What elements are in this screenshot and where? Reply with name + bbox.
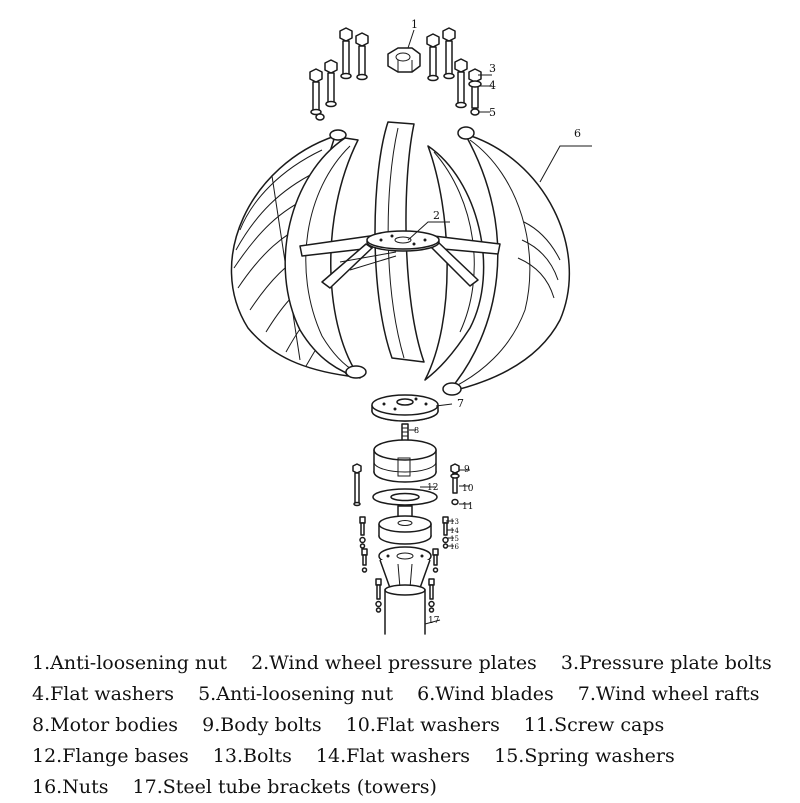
pressure-plate-bolt <box>454 58 468 109</box>
screw-cap <box>451 498 459 506</box>
legend-item: 10.Flat washers <box>345 714 500 736</box>
body-bolt-right <box>450 463 460 506</box>
legend-row: 4.Flat washers 5.Anti-loosening nut 6.Wi… <box>32 679 792 710</box>
flange-base <box>378 505 432 545</box>
wind-blades <box>230 121 570 396</box>
wind-wheel-pressure-plate <box>366 230 440 252</box>
legend-item: 2.Wind wheel pressure plates <box>251 652 537 674</box>
bolt <box>361 548 368 573</box>
pressure-plate-bolt <box>339 27 353 80</box>
callout-9: 9 <box>464 465 470 475</box>
pressure-plate-bolt <box>468 68 482 116</box>
legend-row: 8.Motor bodies 9.Body bolts 10.Flat wash… <box>32 710 792 741</box>
pressure-plate-bolt <box>309 68 325 121</box>
bolt <box>428 578 435 613</box>
legend-item: 5.Anti-loosening nut <box>198 683 394 705</box>
pressure-plate-bolt <box>442 27 456 80</box>
motor-body <box>373 423 437 483</box>
blade-cap <box>345 365 367 379</box>
callout-7: 7 <box>457 397 464 410</box>
legend-item: 8.Motor bodies <box>32 714 179 736</box>
legend-item: 9.Body bolts <box>202 714 322 736</box>
top-bolts-left <box>309 27 369 121</box>
callout-8: 8 <box>414 426 419 435</box>
pressure-plate-bolt <box>426 33 440 82</box>
callout-12: 12 <box>427 483 438 493</box>
flat-washer-ring <box>372 488 438 506</box>
callout-2: 2 <box>433 209 440 222</box>
legend-item: 1.Anti-loosening nut <box>32 652 228 674</box>
legend-item: 17.Steel tube brackets (towers) <box>132 776 437 798</box>
blade-cap <box>329 129 347 141</box>
callout-1: 1 <box>411 18 418 31</box>
blade-ribs-right <box>517 221 561 299</box>
legend-item: 13.Bolts <box>212 745 292 767</box>
legend-item: 11.Screw caps <box>523 714 665 736</box>
legend-item: 6.Wind blades <box>417 683 554 705</box>
legend-row: 12.Flange bases 13.Bolts 14.Flat washers… <box>32 741 792 772</box>
callout-17: 17 <box>428 616 440 626</box>
lower-flange <box>378 546 432 589</box>
bolt <box>375 578 382 613</box>
bolt <box>442 516 449 549</box>
bolt <box>359 516 366 549</box>
legend-item: 14.Flat washers <box>315 745 471 767</box>
legend-item: 7.Wind wheel rafts <box>577 683 760 705</box>
pressure-plate-bolt <box>324 59 338 108</box>
blade-cap <box>442 382 462 396</box>
blade-cap <box>457 126 475 140</box>
wind-wheel-spokes <box>299 235 501 289</box>
leader-lines <box>407 29 592 625</box>
callout-14: 14 <box>450 527 459 535</box>
parts-legend: 1.Anti-loosening nut 2.Wind wheel pressu… <box>32 648 792 803</box>
top-nut <box>387 47 421 73</box>
callout-16: 16 <box>450 543 459 551</box>
legend-item: 15.Spring washers <box>494 745 675 767</box>
legend-item: 3.Pressure plate bolts <box>560 652 772 674</box>
callout-15: 15 <box>450 535 459 543</box>
callout-4: 4 <box>489 79 496 92</box>
legend-item: 16.Nuts <box>32 776 109 798</box>
callout-3: 3 <box>489 62 496 75</box>
flat-washer <box>450 473 460 479</box>
wind-wheel-raft <box>371 394 439 422</box>
callout-6: 6 <box>574 127 581 140</box>
callout-5: 5 <box>489 106 496 119</box>
legend-item: 12.Flange bases <box>32 745 189 767</box>
flange-bolts <box>359 516 449 613</box>
steel-tube-bracket <box>384 584 426 635</box>
callout-13: 13 <box>450 518 459 526</box>
callout-11: 11 <box>462 502 473 512</box>
bolt <box>432 548 439 573</box>
pressure-plate-bolt <box>355 32 369 81</box>
legend-row: 16.Nuts 17.Steel tube brackets (towers) <box>32 772 792 803</box>
legend-item: 4.Flat washers <box>32 683 175 705</box>
callout-10: 10 <box>462 484 474 494</box>
exploded-assembly-diagram: 1 2 3 4 5 6 7 8 9 10 11 12 13 14 15 16 1… <box>230 18 592 635</box>
callout-numbers: 1 2 3 4 5 6 7 8 9 10 11 12 13 14 15 16 1… <box>411 18 581 626</box>
legend-row: 1.Anti-loosening nut 2.Wind wheel pressu… <box>32 648 792 679</box>
body-bolt-left <box>352 463 362 507</box>
top-bolts-right <box>426 27 482 116</box>
